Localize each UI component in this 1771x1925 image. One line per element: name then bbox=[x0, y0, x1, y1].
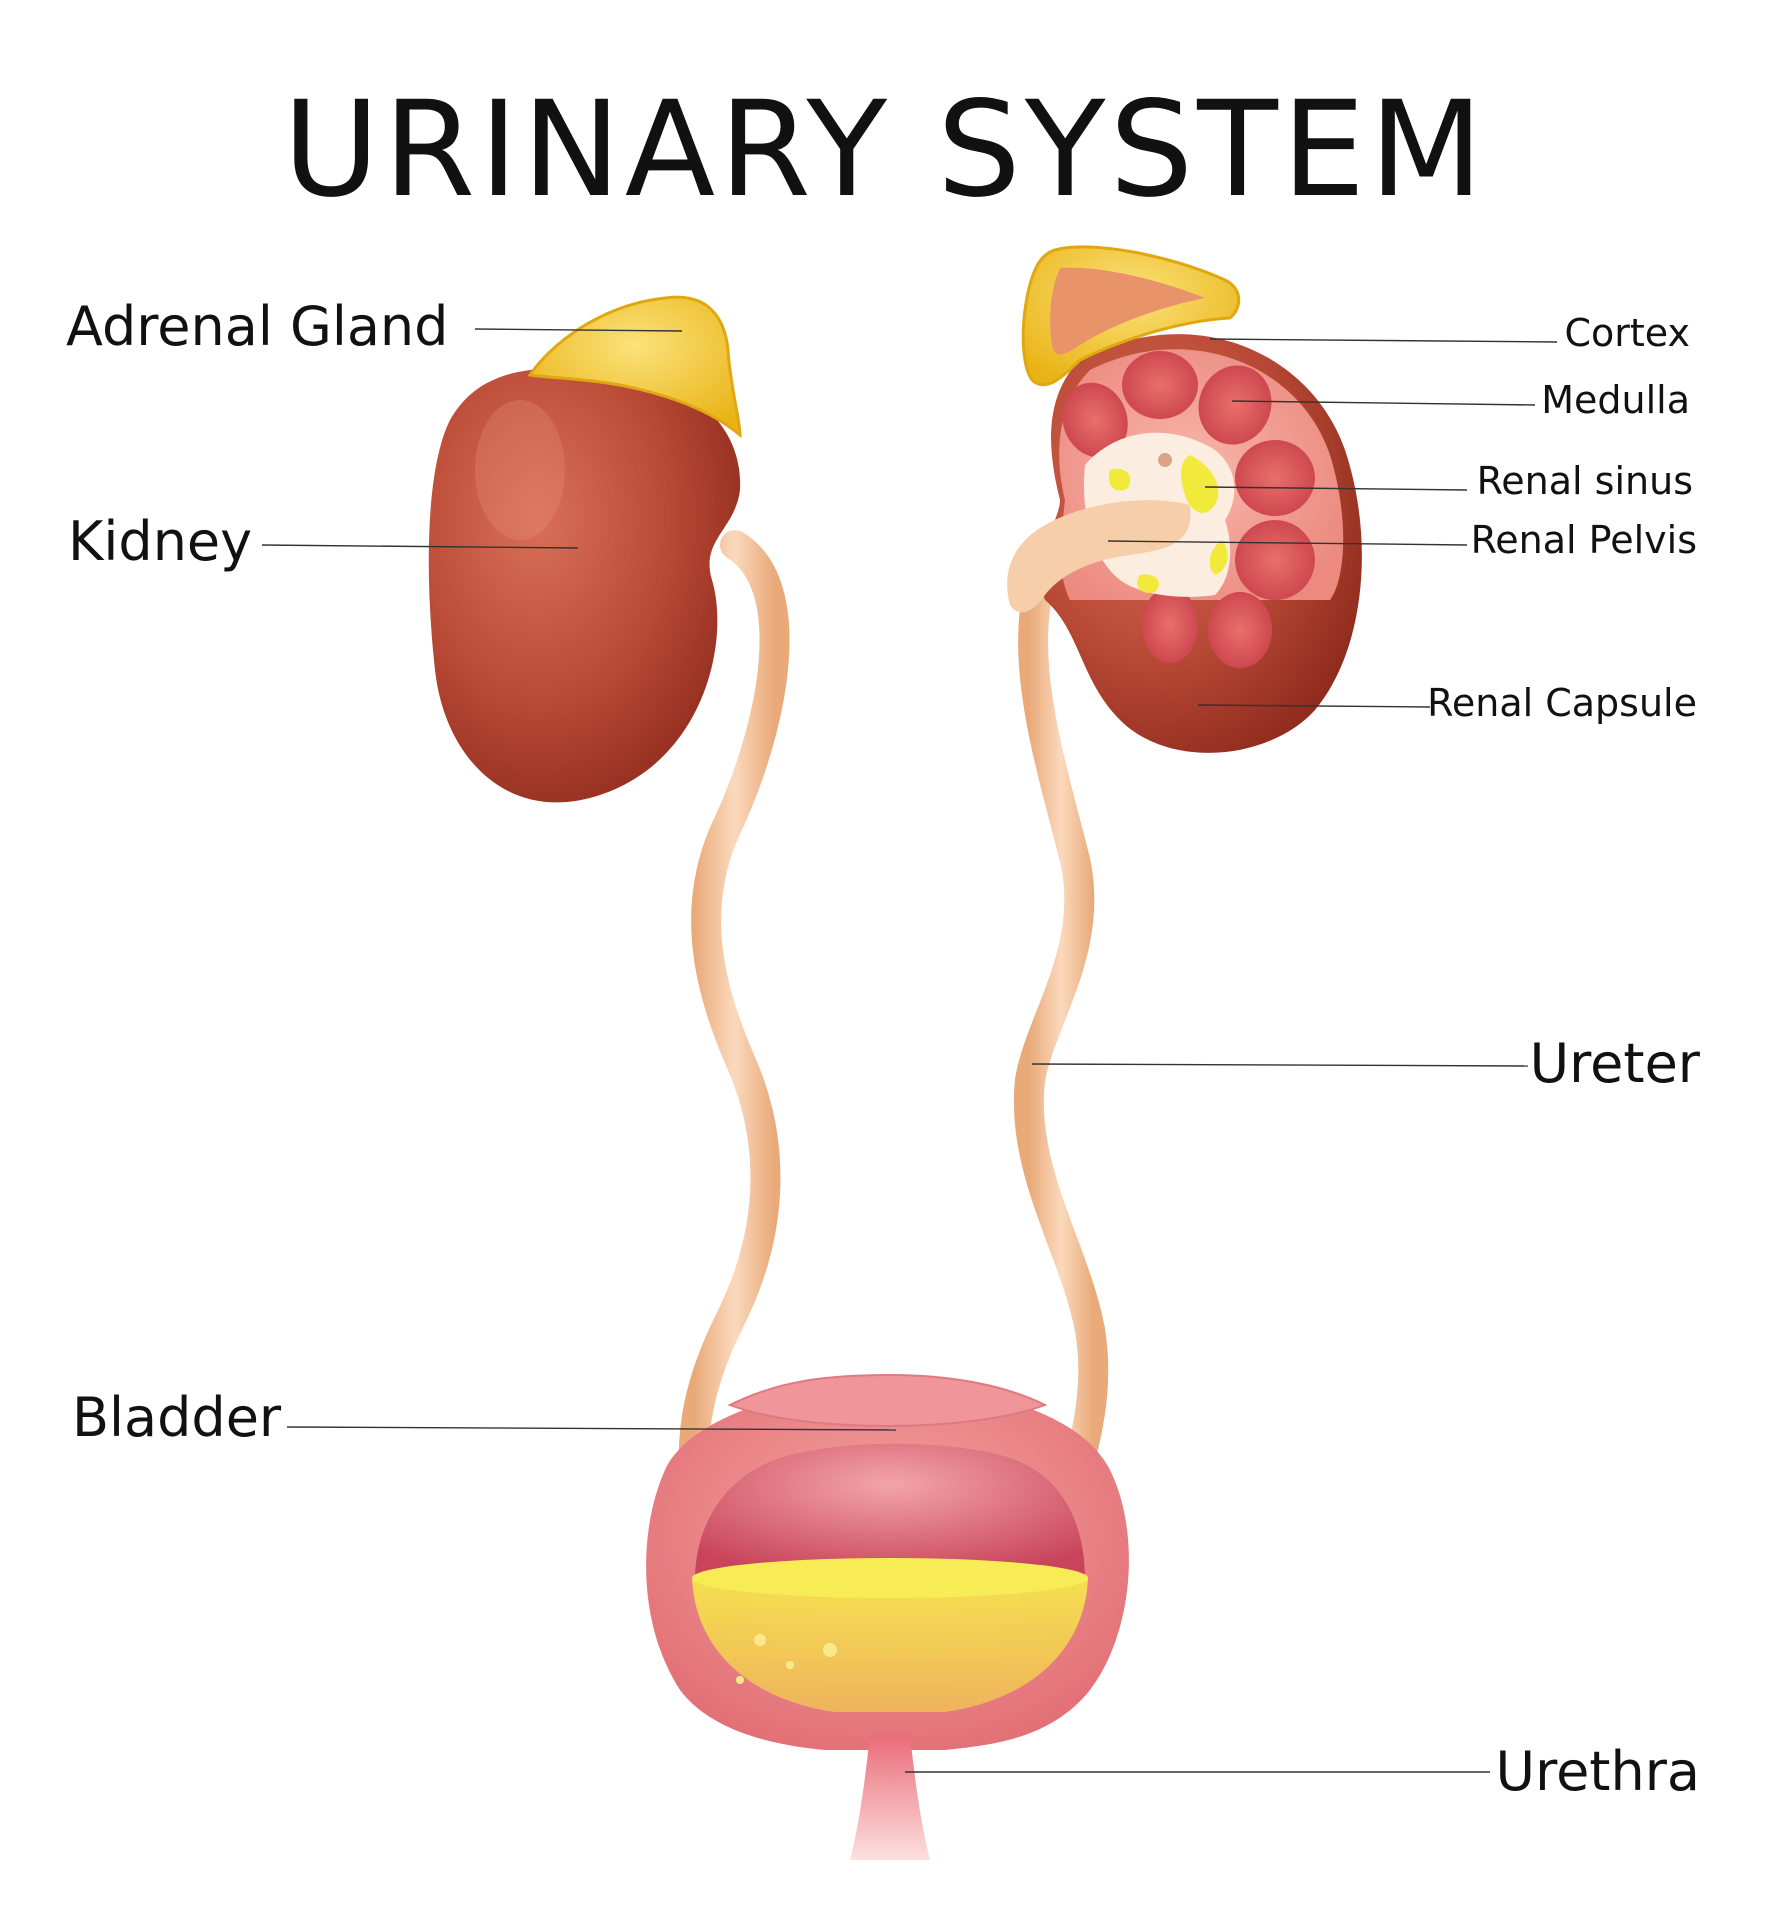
renal-sinus-dot bbox=[1158, 453, 1172, 467]
urine-bubbles bbox=[736, 1634, 837, 1684]
leader-renal-capsule bbox=[1197, 704, 1431, 708]
right-kidney-renal-pelvis bbox=[1007, 500, 1191, 613]
bladder-dome bbox=[727, 1373, 1048, 1428]
leader-bladder bbox=[286, 1426, 897, 1431]
label-cortex: Cortex bbox=[1564, 311, 1690, 355]
label-renal-sinus: Renal sinus bbox=[1477, 459, 1693, 503]
left-adrenal-gland bbox=[527, 295, 742, 439]
page-title: URINARY SYSTEM bbox=[283, 73, 1487, 227]
label-adrenal-gland: Adrenal Gland bbox=[66, 295, 448, 358]
label-bladder: Bladder bbox=[72, 1386, 282, 1449]
renal-sinus-fat bbox=[1108, 455, 1228, 593]
leader-renal-pelvis bbox=[1107, 540, 1468, 546]
left-ureter bbox=[678, 530, 790, 1495]
bladder-inner bbox=[695, 1443, 1085, 1580]
left-kidney bbox=[428, 365, 741, 803]
urine-surface bbox=[692, 1558, 1088, 1598]
label-renal-pelvis: Renal Pelvis bbox=[1471, 518, 1697, 562]
right-adrenal-inner bbox=[1050, 267, 1205, 355]
leader-medulla bbox=[1231, 400, 1536, 406]
leader-ureter bbox=[1031, 1063, 1529, 1067]
urethra bbox=[850, 1735, 930, 1860]
label-renal-capsule: Renal Capsule bbox=[1427, 681, 1697, 725]
right-ureter bbox=[1013, 540, 1109, 1495]
leader-renal-sinus bbox=[1204, 486, 1468, 491]
leader-cortex bbox=[1209, 338, 1558, 343]
left-kidney-highlight bbox=[475, 400, 565, 540]
leader-adrenal-gland bbox=[474, 328, 683, 332]
bladder-urine bbox=[692, 1578, 1088, 1712]
label-kidney: Kidney bbox=[68, 510, 252, 573]
leader-kidney bbox=[261, 544, 579, 549]
label-ureter: Ureter bbox=[1530, 1032, 1701, 1095]
right-kidney-medulla bbox=[1062, 351, 1315, 668]
label-medulla: Medulla bbox=[1541, 378, 1690, 422]
label-urethra: Urethra bbox=[1496, 1740, 1700, 1803]
